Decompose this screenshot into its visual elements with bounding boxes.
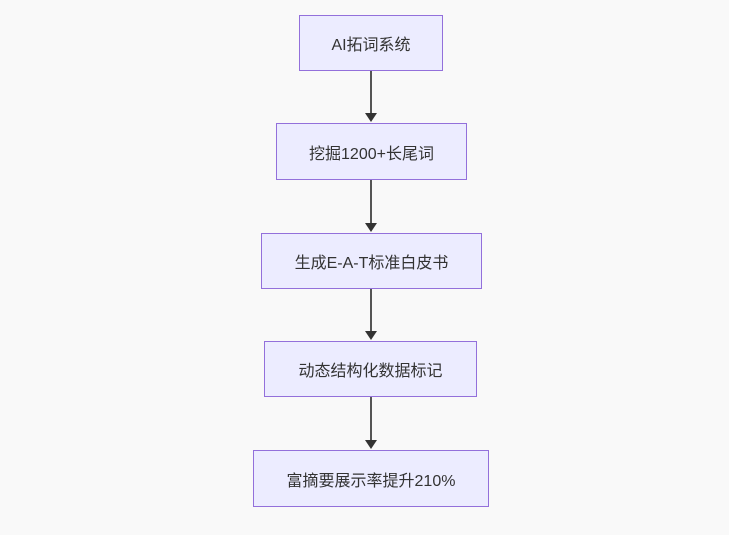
flow-arrow-1 (365, 71, 377, 122)
node-label: 动态结构化数据标记 (298, 363, 443, 380)
flowchart-node-ai-word-expansion: AI拓词系统 (299, 15, 443, 71)
arrow-line (370, 289, 372, 333)
arrow-line (370, 397, 372, 442)
arrow-line (370, 71, 372, 115)
flow-arrow-4 (365, 397, 377, 449)
flowchart-node-rich-snippet-result: 富摘要展示率提升210% (253, 450, 489, 507)
flow-arrow-3 (365, 289, 377, 340)
flowchart-node-longtail-mining: 挖掘1200+长尾词 (276, 123, 467, 180)
node-label: AI拓词系统 (331, 37, 411, 54)
arrow-head-down-icon (365, 440, 377, 449)
arrow-head-down-icon (365, 113, 377, 122)
flowchart-node-structured-data-markup: 动态结构化数据标记 (264, 341, 477, 397)
arrow-head-down-icon (365, 331, 377, 340)
node-label: 挖掘1200+长尾词 (309, 145, 434, 163)
node-label: 生成E-A-T标准白皮书 (294, 255, 449, 272)
flowchart-node-eat-whitepaper: 生成E-A-T标准白皮书 (261, 233, 482, 289)
flow-arrow-2 (365, 180, 377, 232)
node-label: 富摘要展示率提升210% (286, 472, 456, 490)
arrow-head-down-icon (365, 223, 377, 232)
arrow-line (370, 180, 372, 225)
